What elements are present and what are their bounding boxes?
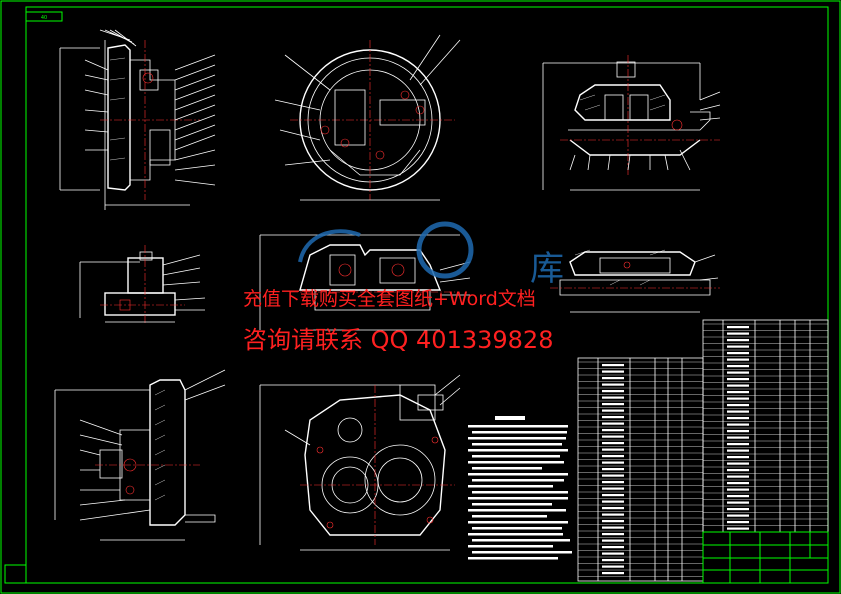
inner-frame: [25, 6, 829, 584]
table-cell-text: [602, 520, 624, 523]
table-cell-text: [602, 422, 624, 425]
table-cell-text: [727, 397, 749, 400]
table-cell-text: [602, 513, 624, 516]
table-cell-text: [727, 508, 749, 511]
table-cell-text: [602, 552, 624, 555]
table-cell-text: [727, 501, 749, 504]
table-cell-text: [727, 475, 749, 478]
table-cell-text: [727, 430, 749, 433]
table-cell-text: [602, 409, 624, 412]
table-cell-text: [602, 416, 624, 419]
view-bottom-left-section: [54, 369, 226, 541]
table-cell-text: [602, 396, 624, 399]
table-cell-text: [602, 435, 624, 438]
table-cell-text: [602, 546, 624, 549]
table-cell-text: [727, 449, 749, 452]
table-cell-text: [727, 391, 749, 394]
table-cell-text: [727, 443, 749, 446]
title-block: [702, 531, 829, 584]
table-cell-text: [602, 481, 624, 484]
table-cell-text: [727, 378, 749, 381]
view-top-section: [542, 55, 721, 191]
table-cell-text: [602, 448, 624, 451]
table-cell-text: [602, 455, 624, 458]
view-front-circular: [274, 34, 461, 201]
table-cell-text: [727, 488, 749, 491]
table-cell-text: [727, 456, 749, 459]
table-cell-text: [602, 390, 624, 393]
table-cell-text: [727, 332, 749, 335]
table-cell-text: [602, 442, 624, 445]
table-cell-text: [602, 370, 624, 373]
table-cell-text: [727, 358, 749, 361]
side-stamp: [4, 564, 27, 584]
table-cell-text: [727, 436, 749, 439]
table-cell-text: [727, 527, 749, 530]
table-cell-text: [602, 474, 624, 477]
table-cell-text: [727, 462, 749, 465]
watermark-logo: 库: [298, 221, 564, 289]
parts-rows-right: [703, 323, 828, 533]
technical-notes: [468, 416, 572, 560]
logo-char: 库: [530, 249, 564, 289]
title-tag-text: 40: [41, 15, 47, 21]
table-cell-text: [727, 404, 749, 407]
table-cell-text: [727, 495, 749, 498]
table-cell-text: [727, 417, 749, 420]
table-cell-text: [602, 507, 624, 510]
table-cell-text: [602, 559, 624, 562]
table-cell-text: [602, 364, 624, 367]
table-cell-text: [727, 423, 749, 426]
table-cell-text: [727, 365, 749, 368]
table-cell-text: [727, 371, 749, 374]
view-mid-assembly: [259, 234, 471, 331]
table-cell-text: [602, 533, 624, 536]
table-cell-text: [602, 565, 624, 568]
table-cell-text: [602, 468, 624, 471]
watermark-line-1: 充值下载购买全套图纸+Word文档: [243, 288, 536, 310]
table-cell-text: [602, 539, 624, 542]
table-cell-text: [602, 429, 624, 432]
table-cell-text: [602, 487, 624, 490]
title-tag-box: [25, 11, 63, 22]
watermark-line-2: 咨询请联系 QQ 401339828: [243, 326, 554, 354]
table-cell-text: [727, 410, 749, 413]
view-mid-right-part: [550, 249, 720, 313]
view-gearbox-front: [259, 374, 461, 551]
parts-list-table: [577, 319, 829, 582]
table-cell-text: [727, 326, 749, 329]
table-cell-text: [602, 572, 624, 575]
table-cell-text: [727, 339, 749, 342]
table-cell-text: [602, 526, 624, 529]
table-cell-text: [602, 403, 624, 406]
parts-rows-left: [578, 361, 703, 577]
table-cell-text: [727, 469, 749, 472]
view-side-section: [59, 29, 216, 210]
table-cell-text: [602, 461, 624, 464]
table-cell-text: [602, 494, 624, 497]
table-cell-text: [602, 500, 624, 503]
table-cell-text: [727, 521, 749, 524]
table-cell-text: [727, 384, 749, 387]
table-cell-text: [727, 352, 749, 355]
table-cell-text: [727, 514, 749, 517]
table-cell-text: [727, 482, 749, 485]
table-cell-text: [602, 377, 624, 380]
table-cell-text: [602, 383, 624, 386]
table-cell-text: [727, 345, 749, 348]
view-small-part: [79, 245, 206, 325]
